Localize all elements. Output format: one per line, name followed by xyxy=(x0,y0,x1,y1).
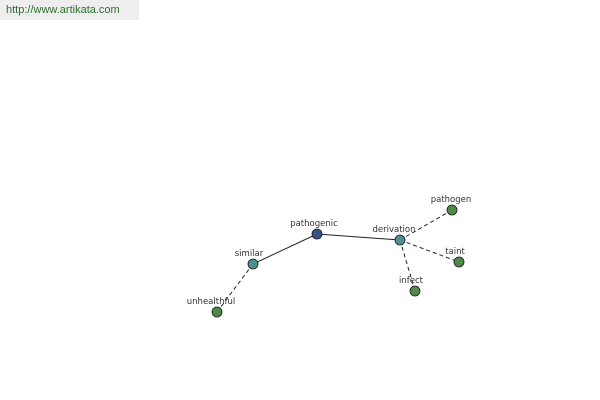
label-infect[interactable]: infect xyxy=(399,276,424,286)
graph-labels: pathogenic similar derivation unhealthfu… xyxy=(187,195,471,307)
node-pathogen[interactable] xyxy=(446,204,458,216)
edge-derivation-pathogen xyxy=(399,209,453,241)
graph-nodes xyxy=(211,204,465,318)
node-unhealthful[interactable] xyxy=(211,306,223,318)
edge-pathogenic-derivation xyxy=(316,233,401,241)
label-taint[interactable]: taint xyxy=(445,247,465,257)
label-derivation[interactable]: derivation xyxy=(372,225,415,235)
node-similar[interactable] xyxy=(247,258,259,270)
edge-derivation-taint xyxy=(399,239,460,263)
edge-similar-unhealthful xyxy=(216,263,254,313)
edge-pathogenic-similar xyxy=(252,233,318,265)
node-pathogenic[interactable] xyxy=(311,228,323,240)
graph-edges xyxy=(216,209,460,313)
label-unhealthful[interactable]: unhealthful xyxy=(187,297,235,307)
label-similar[interactable]: similar xyxy=(235,249,264,259)
node-taint[interactable] xyxy=(453,256,465,268)
edge-derivation-infect xyxy=(399,239,416,292)
label-pathogenic[interactable]: pathogenic xyxy=(290,219,338,229)
node-derivation[interactable] xyxy=(394,234,406,246)
label-pathogen[interactable]: pathogen xyxy=(431,195,472,205)
site-link[interactable]: http://www.artikata.com xyxy=(0,0,139,20)
node-infect[interactable] xyxy=(409,285,421,297)
